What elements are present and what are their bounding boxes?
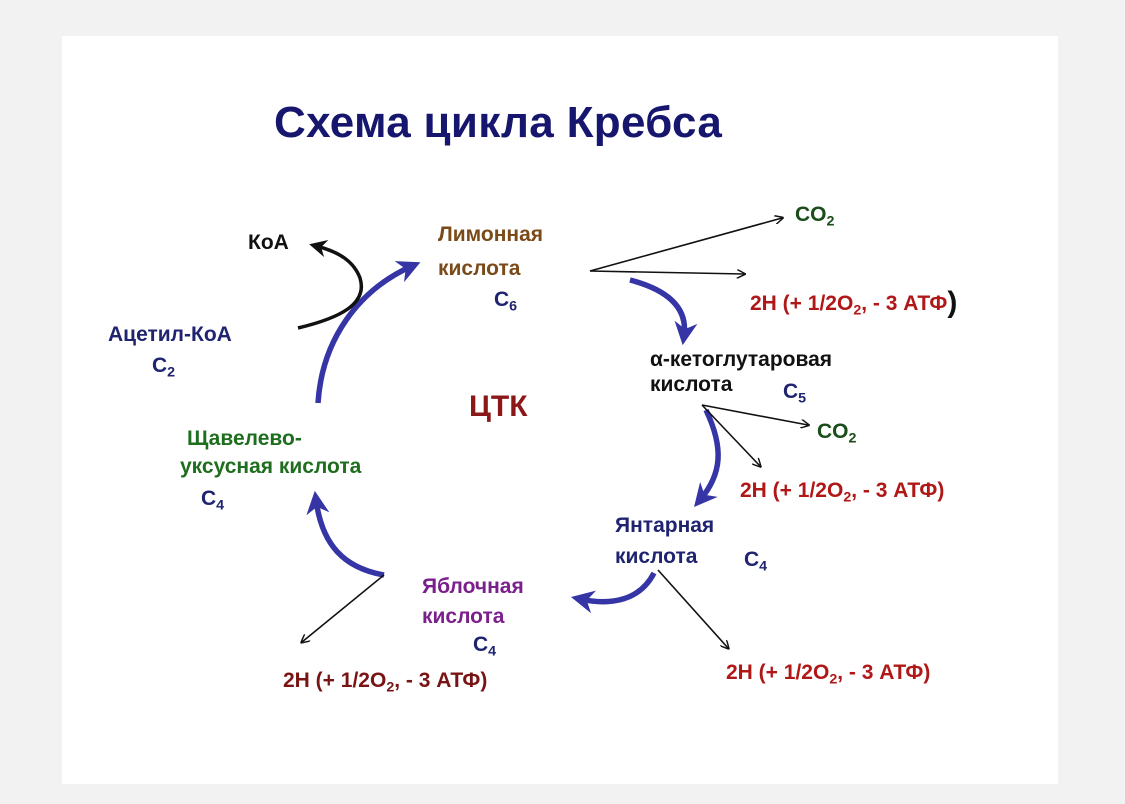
oxaloacetic-acid-carbon: C4 — [201, 487, 225, 514]
citric-acid-line2: кислота — [438, 257, 521, 280]
arrow-acetyl-to-coa — [297, 240, 364, 330]
arrow-citrate-co2 — [589, 218, 782, 272]
akg-line2: кислота — [650, 373, 733, 396]
arrow-succinate-to-malate — [570, 571, 657, 614]
akg-carbon: C5 — [783, 380, 807, 407]
malic-acid-carbon: C4 — [473, 633, 497, 660]
arrow-malate-to-oxaloacetate — [306, 490, 385, 578]
arrow-succinate-2h — [657, 569, 728, 648]
akg-line1: α-кетоглутаровая — [650, 348, 833, 371]
oxaloacetic-acid-line1: Щавелево- — [187, 427, 302, 450]
arrow-akg-2h — [701, 404, 760, 466]
arrow-citrate-to-akg — [629, 277, 698, 346]
diagram-canvas — [62, 36, 1058, 784]
citric-acid-line1: Лимонная — [438, 223, 544, 246]
hydrogen-product-3: 2H (+ 1/2O2, - 3 АТФ) — [726, 661, 931, 688]
succinic-acid-carbon: C4 — [744, 548, 768, 575]
arrow-akg-to-succinate — [694, 408, 721, 508]
arrow-oxaloacetate-to-citrate — [315, 261, 421, 404]
cycle-center-label: ЦТК — [469, 390, 528, 423]
co2-product-1: CO2 — [795, 203, 835, 230]
acetyl-coa-carbon: C2 — [152, 354, 176, 381]
citric-acid-carbon: C6 — [494, 288, 518, 315]
succinic-acid-line2: кислота — [615, 545, 698, 568]
arrow-akg-co2 — [701, 404, 808, 425]
co2-product-2: CO2 — [817, 420, 857, 447]
diagram-title: Схема цикла Кребса — [274, 98, 723, 147]
arrow-citrate-2h — [589, 271, 744, 274]
coa-label: КоА — [248, 231, 289, 254]
malic-acid-line1: Яблочная — [422, 575, 524, 598]
arrow-malate-2h — [302, 574, 385, 642]
succinic-acid-line1: Янтарная — [615, 514, 715, 537]
hydrogen-product-1: 2H (+ 1/2O2, - 3 АТФ) — [750, 286, 958, 319]
hydrogen-product-4: 2H (+ 1/2O2, - 3 АТФ) — [283, 669, 488, 696]
hydrogen-product-2: 2H (+ 1/2O2, - 3 АТФ) — [740, 479, 945, 506]
acetyl-coa-label: Ацетил-КоА — [108, 323, 232, 346]
malic-acid-line2: кислота — [422, 605, 505, 628]
oxaloacetic-acid-line2: уксусная кислота — [180, 455, 362, 478]
